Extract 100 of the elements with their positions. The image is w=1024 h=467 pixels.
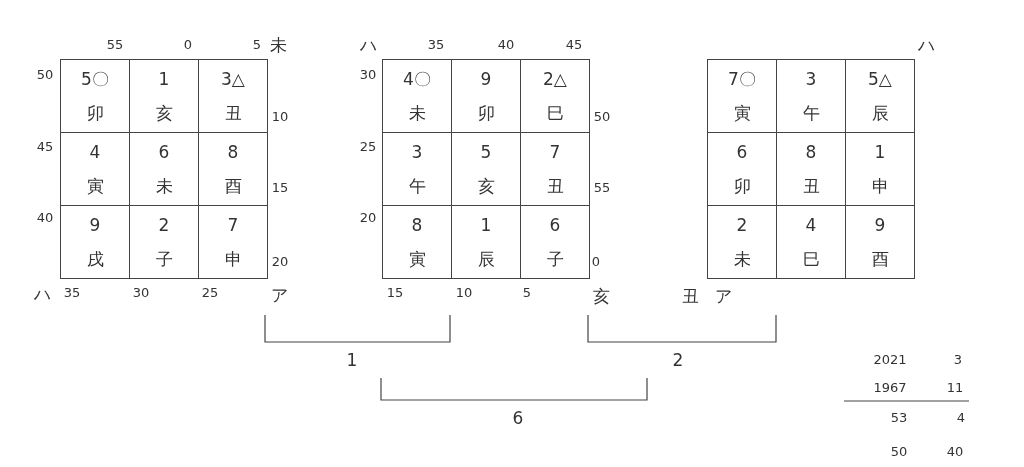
- scale-label: ア: [714, 286, 732, 306]
- grid-cell: [60, 59, 130, 133]
- scale-label: 15: [271, 180, 289, 196]
- branch-text: 申: [871, 176, 889, 196]
- number-text: 9: [874, 215, 886, 235]
- scale-label: 5: [522, 285, 532, 301]
- number-text: 8: [805, 142, 817, 162]
- branch-text: 亥: [477, 176, 495, 196]
- scale-label: ハ: [917, 35, 935, 55]
- table-value: 2021: [873, 352, 907, 368]
- number-text: 2: [736, 215, 748, 235]
- scale-label: 45: [36, 139, 54, 155]
- grid-cell: [520, 205, 590, 279]
- scale-label: 55: [593, 180, 611, 196]
- branch-text: 午: [802, 103, 820, 123]
- branch-text: 亥: [155, 103, 173, 123]
- branch-text: 巳: [802, 249, 820, 269]
- number-text: 1: [480, 215, 492, 235]
- number-text: 5△: [868, 69, 892, 89]
- branch-text: 卯: [477, 103, 495, 123]
- bracket-label: 6: [512, 408, 524, 428]
- scale-label: 40: [36, 210, 54, 226]
- scale-label: 5: [252, 37, 262, 53]
- scale-label: 35: [63, 285, 81, 301]
- number-text: 5: [480, 142, 492, 162]
- number-text: 7: [227, 215, 239, 235]
- table-value: 3: [953, 352, 963, 368]
- number-text: 7: [549, 142, 561, 162]
- scale-label: 40: [497, 37, 515, 53]
- number-text: 6: [549, 215, 561, 235]
- scale-label: 亥: [592, 286, 610, 306]
- branch-text: 未: [155, 176, 173, 196]
- number-text: 4: [805, 215, 817, 235]
- branch-text: 午: [408, 176, 426, 196]
- grid-cell: [520, 59, 590, 133]
- scale-label: 丑: [681, 286, 699, 306]
- scale-label: 未: [269, 35, 287, 55]
- scale-label: 30: [359, 67, 377, 83]
- number-text: 1: [158, 69, 170, 89]
- scale-label: ア: [270, 285, 288, 305]
- number-text: 9: [89, 215, 101, 235]
- number-text: 2: [158, 215, 170, 235]
- number-text: 6: [736, 142, 748, 162]
- scale-label: 20: [359, 210, 377, 226]
- table-value: 40: [946, 444, 964, 460]
- scale-label: ハ: [359, 35, 377, 55]
- scale-label: ハ: [33, 284, 51, 304]
- number-text: 8: [411, 215, 423, 235]
- number-text: 7〇: [728, 69, 756, 89]
- number-text: 4〇: [403, 69, 431, 89]
- scale-label: 35: [427, 37, 445, 53]
- table-value: 53: [890, 410, 908, 426]
- scale-label: 10: [271, 109, 289, 125]
- grid-cell: [707, 205, 777, 279]
- branch-text: 丑: [802, 176, 820, 196]
- branch-text: 申: [224, 249, 242, 269]
- number-text: 2△: [543, 69, 567, 89]
- branch-text: 辰: [477, 249, 495, 269]
- number-text: 8: [227, 142, 239, 162]
- scale-label: 50: [36, 67, 54, 83]
- grid-cell: [845, 205, 915, 279]
- branch-text: 酉: [871, 249, 889, 269]
- branch-text: 丑: [546, 176, 564, 196]
- branch-text: 卯: [86, 103, 104, 123]
- table-value: 11: [946, 380, 964, 396]
- branch-text: 戌: [86, 249, 104, 269]
- scale-label: 55: [106, 37, 124, 53]
- grid-cell: [382, 205, 452, 279]
- branch-text: 辰: [871, 103, 889, 123]
- number-text: 6: [158, 142, 170, 162]
- grid-cell: [198, 59, 268, 133]
- table-value: 1967: [873, 380, 907, 396]
- scale-label: 25: [359, 139, 377, 155]
- bracket-label: 1: [346, 350, 358, 370]
- branch-text: 寅: [733, 103, 751, 123]
- branch-text: 巳: [546, 103, 564, 123]
- number-text: 3: [411, 142, 423, 162]
- scale-label: 25: [201, 285, 219, 301]
- grid-cell: [60, 205, 130, 279]
- number-text: 3: [805, 69, 817, 89]
- scale-label: 45: [565, 37, 583, 53]
- grid-cell: [382, 59, 452, 133]
- bracket-label: 2: [672, 350, 684, 370]
- scale-label: 20: [271, 254, 289, 270]
- table-value: 50: [890, 444, 908, 460]
- scale-label: 15: [386, 285, 404, 301]
- scale-label: 50: [593, 109, 611, 125]
- scale-label: 0: [183, 37, 193, 53]
- branch-text: 子: [155, 249, 173, 269]
- scale-label: 10: [455, 285, 473, 301]
- number-text: 1: [874, 142, 886, 162]
- branch-text: 未: [733, 249, 751, 269]
- number-text: 9: [480, 69, 492, 89]
- number-text: 3△: [221, 69, 245, 89]
- branch-text: 寅: [408, 249, 426, 269]
- scale-label: 0: [591, 254, 601, 270]
- number-text: 5〇: [81, 69, 109, 89]
- branch-text: 丑: [224, 103, 242, 123]
- branch-text: 卯: [733, 176, 751, 196]
- branch-text: 未: [408, 103, 426, 123]
